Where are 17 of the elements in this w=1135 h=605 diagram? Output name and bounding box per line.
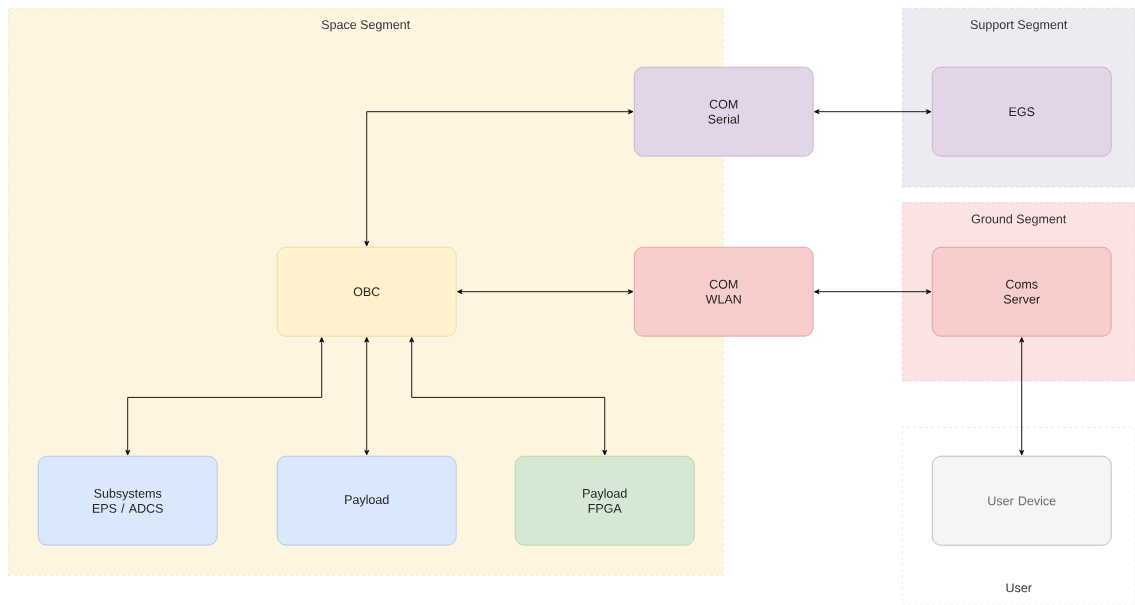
arrow [814,289,932,295]
process-box: EGS [932,67,1112,157]
process-box: COM Serial [634,67,814,157]
arrow [364,337,370,456]
process-box: Payload FPGA [515,456,695,546]
process-box: COM WLAN [634,247,814,337]
arrow [814,109,932,115]
arrow [125,337,325,456]
arrow [364,109,634,247]
arrow [1019,337,1025,456]
process-box: User Device [932,456,1112,546]
process-box: Coms Server [932,247,1112,337]
arrow [409,337,608,456]
arrow [457,289,634,295]
process-box: Subsystems EPS / ADCS [38,456,218,546]
process-box: Payload [277,456,457,546]
process-box: OBC [277,247,457,337]
